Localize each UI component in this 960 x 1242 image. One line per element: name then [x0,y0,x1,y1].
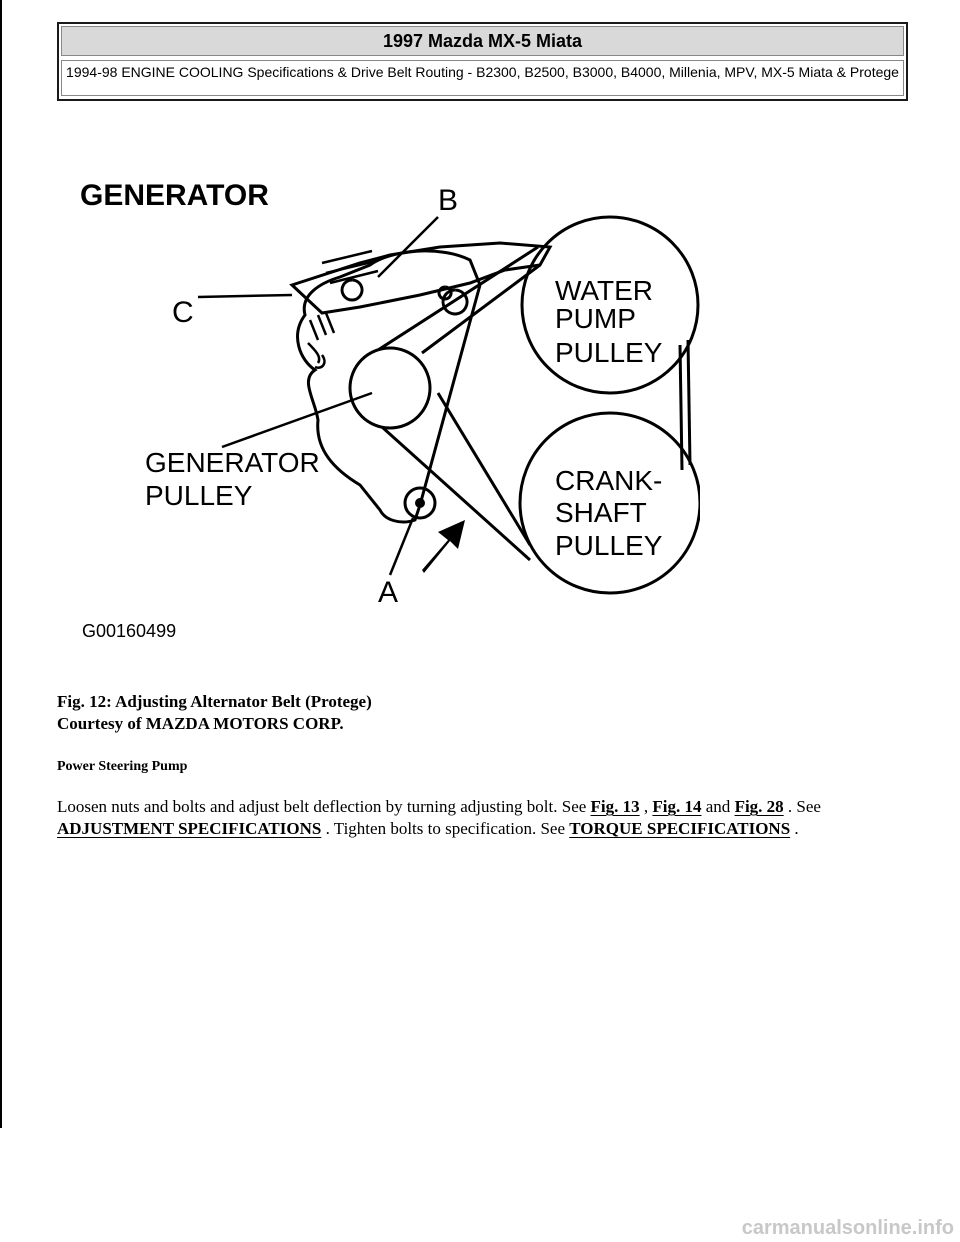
adjusting-bolt-a-center [415,498,425,508]
leader-line-a [388,517,415,576]
figure-caption-credit: Courtesy of MAZDA MOTORS CORP. [57,714,344,733]
section-paragraph: Loosen nuts and bolts and adjust belt de… [57,796,917,840]
crankshaft-label-line3: PULLEY [555,530,663,561]
document-header: 1997 Mazda MX-5 Miata 1994-98 ENGINE COO… [57,22,908,101]
document-subtitle: 1994-98 ENGINE COOLING Specifications & … [61,60,904,96]
drive-belt [377,245,692,562]
document-title: 1997 Mazda MX-5 Miata [61,26,904,56]
label-b: B [438,184,458,217]
diagram-heading: GENERATOR [80,179,269,212]
paragraph-text: . [790,819,799,838]
paragraph-text: , [639,797,653,816]
water-pump-label-line2: PUMP [555,303,636,334]
paragraph-text: Loosen nuts and bolts and adjust belt de… [57,797,591,816]
figure-caption: Fig. 12: Adjusting Alternator Belt (Prot… [57,691,372,735]
link-fig-28[interactable]: Fig. 28 [734,797,784,816]
leader-line-generator-pulley [221,391,373,449]
generator-pulley [348,346,432,430]
water-pump-label-line3: PULLEY [555,337,663,368]
leader-line-c [197,293,293,299]
generator-bracket [289,241,553,315]
water-pump-pulley [520,215,700,395]
figure-caption-title: Fig. 12: Adjusting Alternator Belt (Prot… [57,692,372,711]
link-torque-specifications[interactable]: TORQUE SPECIFICATIONS [569,819,791,838]
section-heading: Power Steering Pump [57,759,188,774]
generator-housing [296,249,482,524]
water-pump-label-line1: WATER [555,275,653,306]
figure-code: G00160499 [82,621,176,641]
crankshaft-pulley [518,411,700,595]
label-c: C [172,296,194,329]
crankshaft-label-line1: CRANK- [555,465,662,496]
generator-belt-diagram: GENERATOR B C A WATER PUMP PULLEY CRANK-… [80,179,700,641]
adjusting-bolt-a [403,486,437,520]
paragraph-text: . See [783,797,821,816]
site-watermark: carmanualsonline.info [741,1217,954,1239]
generator-pulley-label-line1: GENERATOR [145,447,320,478]
page-left-border [0,0,2,1128]
paragraph-text: . Tighten bolts to specification. See [321,819,570,838]
label-a: A [378,576,398,609]
generator-detail [307,342,326,369]
link-adjustment-specifications[interactable]: ADJUSTMENT SPECIFICATIONS [57,819,322,838]
paragraph-text: and [701,797,735,816]
link-fig-13[interactable]: Fig. 13 [590,797,640,816]
generator-fins [308,249,379,341]
link-fig-14[interactable]: Fig. 14 [652,797,702,816]
leader-line-b [377,216,439,278]
generator-pulley-label-line2: PULLEY [145,480,253,511]
crankshaft-label-line2: SHAFT [555,497,647,528]
belt-deflection-arrow [422,520,465,573]
